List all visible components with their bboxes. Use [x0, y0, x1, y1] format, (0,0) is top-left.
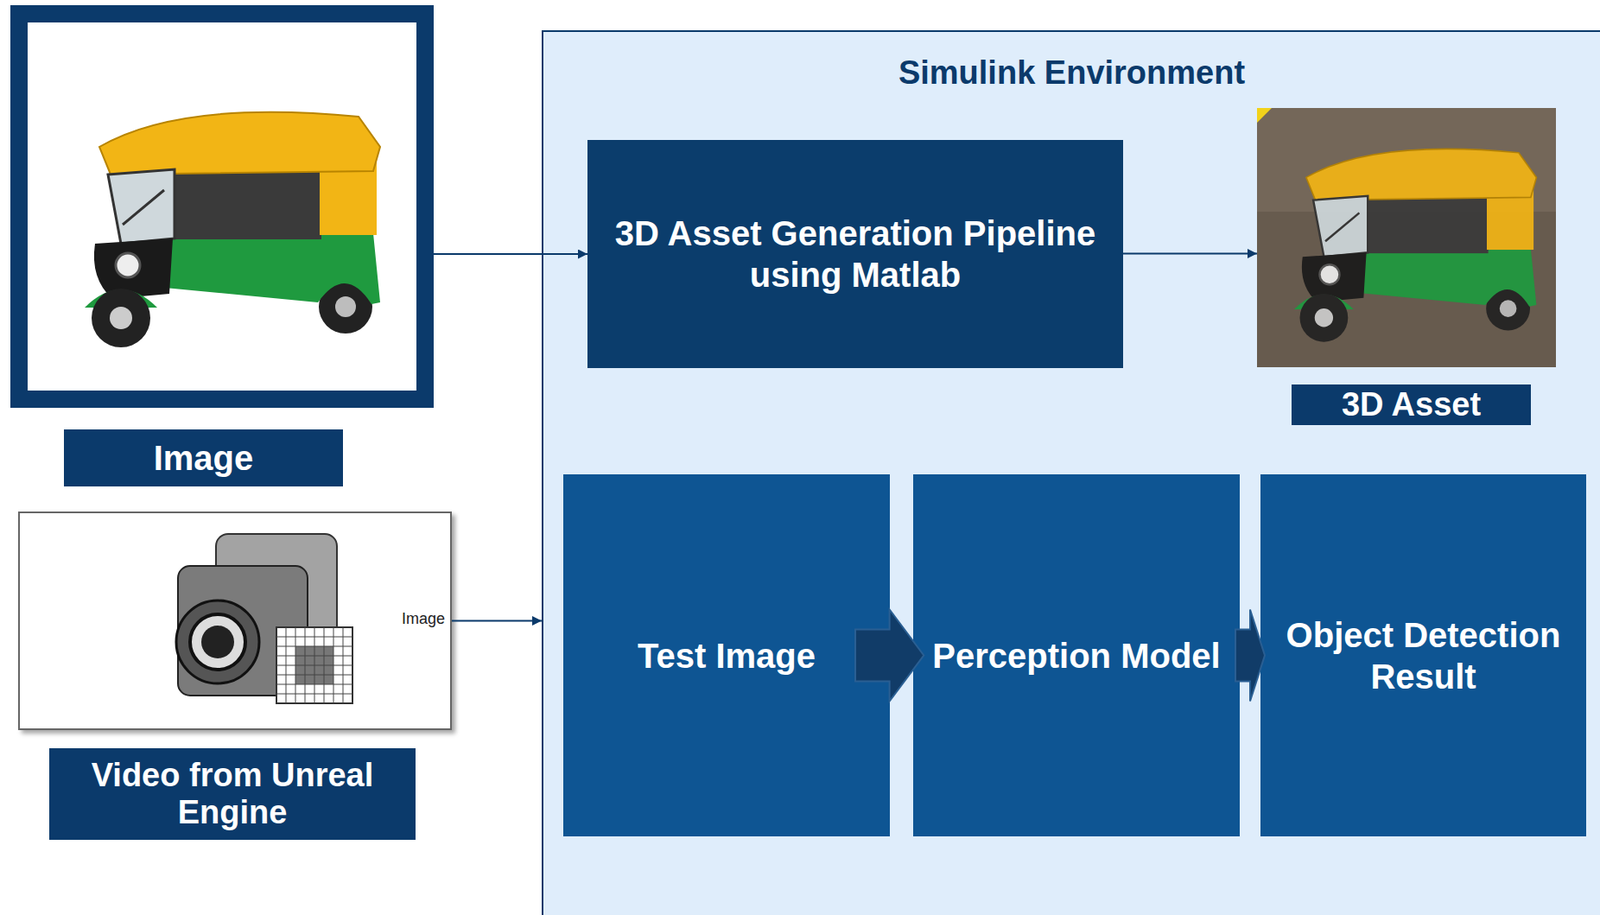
asset-render [1257, 107, 1556, 368]
image-grid [276, 627, 353, 704]
process-box: Test Image [563, 474, 890, 837]
flow-arrow [1123, 253, 1258, 255]
process-box: Perception Model [913, 474, 1240, 837]
flow-arrow [451, 620, 542, 623]
lens-glass [190, 614, 246, 670]
block-arrow [855, 609, 924, 702]
process-box: 3D Asset Generation Pipeline using Matla… [587, 139, 1124, 369]
corner-mark [1257, 107, 1272, 123]
label-band: Video from Unreal Engine [49, 748, 416, 840]
camera-icon [176, 533, 353, 704]
lens-ring [176, 600, 260, 684]
box-label: Test Image [637, 634, 816, 677]
node-label: Image [153, 438, 254, 478]
lens-core [201, 625, 235, 659]
box-label: Object Detection Result [1277, 614, 1569, 698]
panel-title: Simulink Environment [543, 54, 1600, 92]
block-arrow [1235, 609, 1265, 702]
grid-lines [276, 627, 353, 704]
box-label: Perception Model [932, 634, 1220, 677]
port-holder: Image [401, 609, 445, 629]
render-ground [1257, 107, 1556, 368]
box-label: 3D Asset Generation Pipeline using Matla… [604, 212, 1106, 296]
label-band: Image [63, 429, 343, 487]
rickshaw-render [1294, 148, 1537, 342]
process-box: Object Detection Result [1260, 474, 1587, 837]
rickshaw-photo [84, 112, 381, 348]
node-label: 3D Asset [1341, 386, 1481, 424]
port-name: Image [401, 609, 445, 629]
label-band: 3D Asset [1291, 384, 1531, 426]
photo-ground [27, 22, 417, 391]
node-label: Video from Unreal Engine [57, 756, 407, 831]
title-holder: Simulink Environment [543, 54, 1600, 92]
flow-arrow [433, 253, 588, 255]
